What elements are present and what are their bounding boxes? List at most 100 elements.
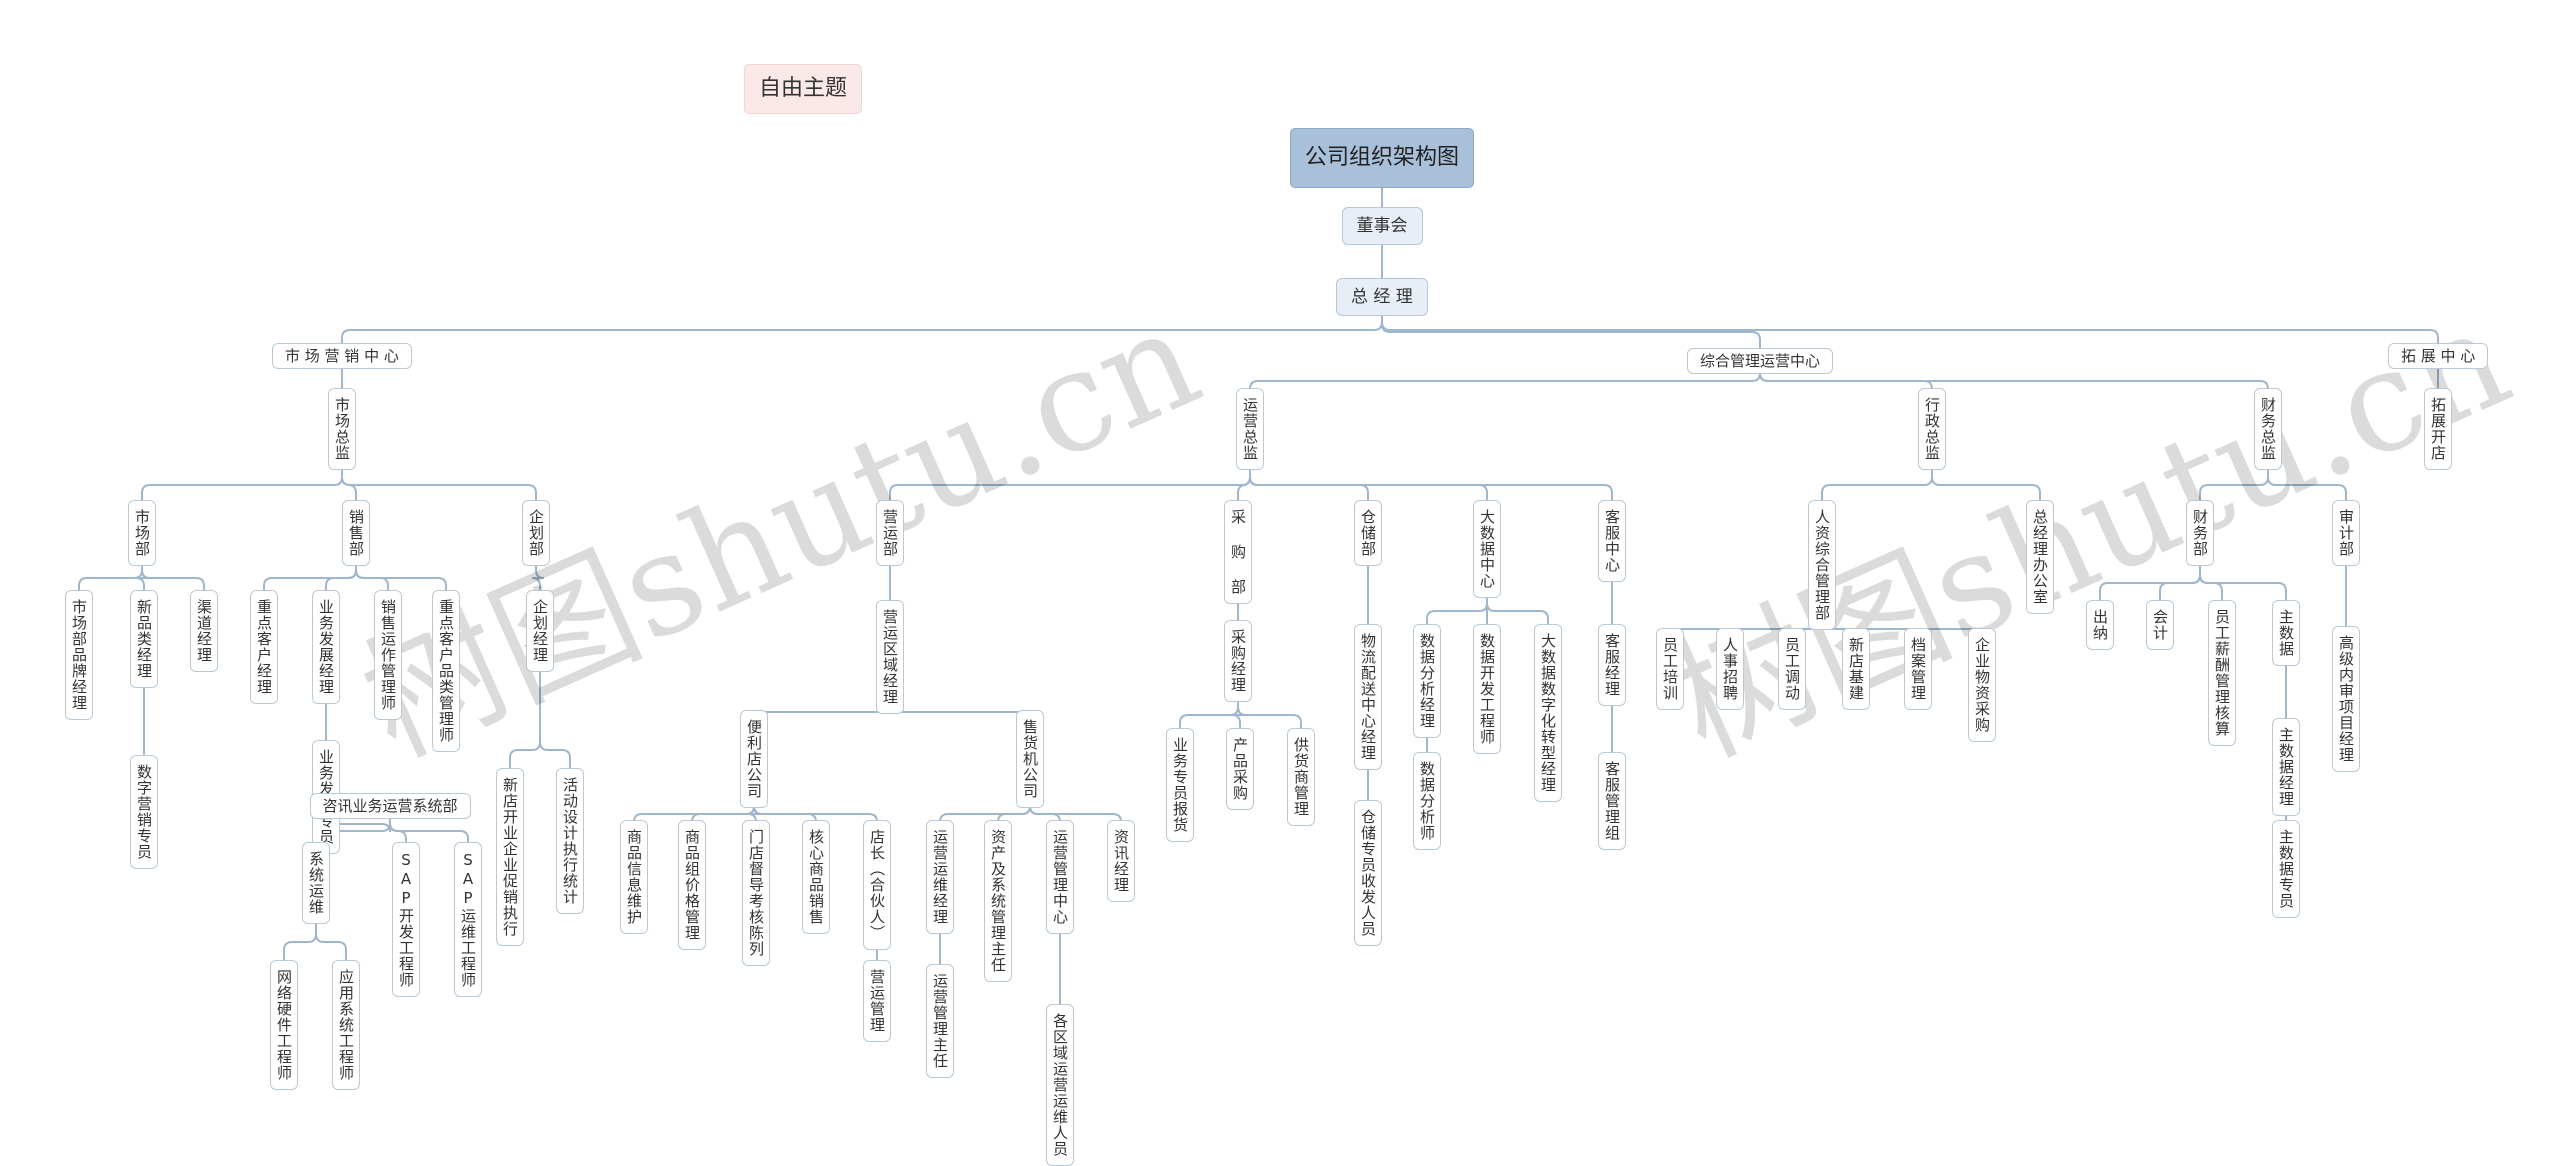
- node-n47[interactable]: 企业物资采购: [1968, 628, 1996, 742]
- connector-cwb: [2199, 470, 2269, 500]
- node-n20[interactable]: 门店督导考核陈列: [742, 820, 770, 966]
- node-n29[interactable]: 资讯经理: [1107, 820, 1135, 902]
- node-n36[interactable]: 数据分析经理: [1413, 624, 1441, 738]
- node-n9[interactable]: 网络硬件工程师: [270, 960, 298, 1090]
- node-yy[interactable]: 营运部: [876, 500, 904, 566]
- node-n56[interactable]: 拓展开店: [2424, 388, 2452, 470]
- node-xz[interactable]: 行政总监: [1918, 388, 1946, 470]
- node-mktdir[interactable]: 市场总监: [328, 388, 356, 470]
- node-n26[interactable]: 资产及系统管理主任: [984, 820, 1012, 982]
- node-n49[interactable]: 出纳: [2086, 600, 2114, 650]
- node-n40[interactable]: 客服经理: [1598, 624, 1626, 706]
- node-cwb[interactable]: 财务部: [2186, 500, 2214, 566]
- connector-n29: [1029, 805, 1122, 823]
- node-n4[interactable]: 渠道经理: [190, 590, 218, 672]
- node-n54[interactable]: 主数据专员: [2272, 820, 2300, 918]
- node-n21[interactable]: 核心商品销售: [802, 820, 830, 934]
- node-n55[interactable]: 高级内审项目经理: [2332, 626, 2360, 772]
- connector-sj: [2267, 470, 2347, 500]
- connector-mkt: [341, 316, 1383, 343]
- node-rz[interactable]: 人资综合管理部: [1808, 500, 1836, 630]
- connector-opsdir: [1249, 372, 1761, 390]
- node-n11[interactable]: SAP开发工程师: [392, 842, 420, 997]
- connector-n1: [78, 566, 143, 590]
- connector-yy: [889, 470, 1251, 500]
- node-n51[interactable]: 员工薪酬管理核算: [2208, 600, 2236, 746]
- node-mkt[interactable]: 市 场 营 销 中 心: [272, 343, 412, 369]
- connector-n16: [509, 672, 541, 768]
- node-n17[interactable]: 活动设计执行统计: [556, 768, 584, 914]
- node-n10[interactable]: 应用系统工程师: [332, 960, 360, 1090]
- node-sh[interactable]: 售货机公司: [1016, 710, 1044, 808]
- node-n31[interactable]: 业务专员报货: [1166, 728, 1194, 842]
- node-n18[interactable]: 商品信息维护: [620, 820, 648, 934]
- node-n19[interactable]: 商品组价格管理: [678, 820, 706, 950]
- node-n41[interactable]: 客服管理组: [1598, 752, 1626, 850]
- node-n5[interactable]: 重点客户经理: [250, 590, 278, 704]
- node-n1[interactable]: 市场部品牌经理: [65, 590, 93, 720]
- node-n30[interactable]: 采购经理: [1224, 620, 1252, 702]
- connector-n12: [389, 819, 469, 842]
- node-n12[interactable]: SAP运维工程师: [454, 842, 482, 997]
- connector-bl: [753, 703, 891, 721]
- node-zx[interactable]: 咨讯业务运营系统部: [309, 793, 471, 819]
- node-n23[interactable]: 营运管理: [863, 960, 891, 1042]
- connector-plan: [341, 470, 537, 500]
- node-n28[interactable]: 各区域运营运维人员: [1046, 1004, 1074, 1166]
- node-n27[interactable]: 运营管理中心: [1046, 820, 1074, 934]
- node-plan[interactable]: 企划部: [522, 500, 550, 566]
- node-n39[interactable]: 大数据数字化转型经理: [1534, 624, 1562, 802]
- node-n25[interactable]: 运营管理主任: [926, 964, 954, 1078]
- node-gm[interactable]: 总 经 理: [1336, 278, 1428, 316]
- node-cg[interactable]: 采 购 部: [1224, 500, 1252, 604]
- node-n22[interactable]: 店长（合伙人）: [863, 820, 891, 950]
- node-n6[interactable]: 业务发展经理: [312, 590, 340, 704]
- node-n2[interactable]: 新品类经理: [130, 590, 158, 688]
- node-n38[interactable]: 数据开发工程师: [1473, 624, 1501, 754]
- node-cc[interactable]: 仓储部: [1354, 500, 1382, 566]
- node-n46[interactable]: 档案管理: [1904, 628, 1932, 710]
- node-tz[interactable]: 拓 展 中 心: [2388, 343, 2489, 369]
- node-n34[interactable]: 物流配送中心经理: [1354, 624, 1382, 770]
- node-mktdept[interactable]: 市场部: [128, 500, 156, 566]
- connector-n50: [2159, 566, 2201, 600]
- node-bl[interactable]: 便利店公司: [740, 710, 768, 808]
- node-cw[interactable]: 财务总监: [2254, 388, 2282, 470]
- node-kf[interactable]: 客服中心: [1598, 500, 1626, 582]
- node-n8[interactable]: 系统运维: [302, 842, 330, 924]
- node-n44[interactable]: 员工调动: [1778, 628, 1806, 710]
- node-n43[interactable]: 人事招聘: [1716, 628, 1744, 710]
- node-root[interactable]: 公司组织架构图: [1290, 128, 1475, 188]
- node-sales[interactable]: 销售部: [342, 500, 370, 566]
- node-n13[interactable]: 销售运作管理师: [374, 590, 402, 720]
- node-n35[interactable]: 仓储专员收发人员: [1354, 800, 1382, 946]
- node-n52[interactable]: 主数据: [2272, 600, 2300, 666]
- node-dsj[interactable]: 大数据中心: [1473, 500, 1501, 598]
- node-n37[interactable]: 数据分析师: [1413, 752, 1441, 850]
- node-n48[interactable]: 总经理办公室: [2026, 500, 2054, 614]
- connector-sh: [889, 703, 1031, 721]
- node-n14[interactable]: 重点客户品类管理师: [432, 590, 460, 752]
- node-opsdir[interactable]: 运营总监: [1236, 388, 1264, 470]
- node-ops[interactable]: 综合管理运营中心: [1687, 348, 1834, 374]
- node-n3[interactable]: 数字营销专员: [130, 755, 158, 869]
- node-n24[interactable]: 运营运维经理: [926, 820, 954, 934]
- node-yyqy[interactable]: 营运区域经理: [876, 600, 904, 714]
- connector-mktdept: [141, 470, 343, 500]
- connector-ops: [1381, 316, 1761, 348]
- node-n15[interactable]: 企划经理: [526, 590, 554, 672]
- node-sj[interactable]: 审计部: [2332, 500, 2360, 566]
- node-board[interactable]: 董事会: [1341, 207, 1423, 245]
- node-n16[interactable]: 新店开业企业促销执行: [496, 768, 524, 946]
- node-n45[interactable]: 新店基建: [1842, 628, 1870, 710]
- node-n42[interactable]: 员工培训: [1656, 628, 1684, 710]
- free-topic-node[interactable]: 自由主题: [744, 64, 863, 114]
- node-n32[interactable]: 产品采购: [1226, 728, 1254, 810]
- connector-n39: [1486, 598, 1549, 624]
- node-n53[interactable]: 主数据经理: [2272, 718, 2300, 816]
- connector-n9: [283, 924, 317, 960]
- node-n33[interactable]: 供货商管理: [1287, 728, 1315, 826]
- connector-n31: [1179, 702, 1239, 728]
- node-n50[interactable]: 会计: [2146, 600, 2174, 650]
- connector-kf: [1249, 470, 1613, 500]
